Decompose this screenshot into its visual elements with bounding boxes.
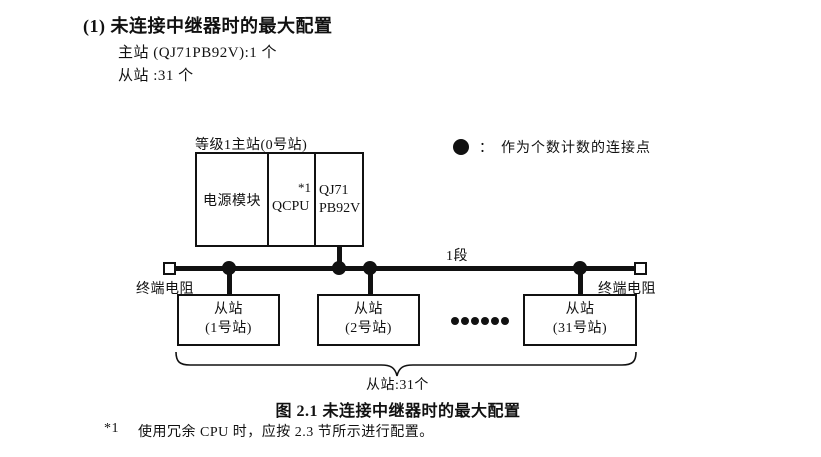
footnote-marker: *1: [104, 421, 119, 436]
legend-colon: ：: [479, 141, 493, 156]
slave2-drop-line: [368, 269, 373, 296]
slave2-station-no: (2号站): [345, 321, 392, 336]
terminator-right-icon: [634, 262, 647, 275]
slave31-station-no: (31号站): [552, 321, 608, 336]
footnote: *1 使用冗余 CPU 时，应按 2.3 节所示进行配置。: [104, 421, 434, 441]
master-drop-line: [337, 245, 342, 268]
bus-line: [174, 266, 637, 271]
connection-point-icon: [453, 139, 469, 155]
slave2-name: 从站: [354, 302, 383, 318]
master-station-box: 电源模块 *1 QCPU QJ71 PB92V: [195, 152, 364, 247]
footnote-text: 使用冗余 CPU 时，应按 2.3 节所示进行配置。: [138, 425, 434, 440]
terminator-left-label: 终端电阻: [136, 282, 194, 297]
section-heading: (1) 未连接中继器时的最大配置: [83, 16, 333, 36]
terminator-left-icon: [163, 262, 176, 275]
pb92v-label-line2: PB92V: [319, 200, 361, 216]
connection-point-dot: [332, 261, 346, 275]
slave-count-line: 从站 :31 个: [118, 68, 194, 84]
qcpu-cell: *1 QCPU: [267, 154, 314, 245]
terminator-right-label: 终端电阻: [598, 282, 656, 297]
brace: [175, 351, 637, 377]
connection-point-dot: [222, 261, 236, 275]
figure-caption: 图 2.1 未连接中继器时的最大配置: [275, 403, 521, 420]
slave-station-2-box: 从站 (2号站): [317, 294, 420, 346]
legend: ： 作为个数计数的连接点: [453, 137, 651, 157]
slave1-drop-line: [227, 269, 232, 296]
connection-point-dot: [363, 261, 377, 275]
slave-station-1-box: 从站 (1号站): [177, 294, 280, 346]
segment-label: 1段: [446, 249, 468, 264]
pb92v-label-line1: QJ71: [319, 183, 349, 198]
legend-text: 作为个数计数的连接点: [501, 141, 651, 156]
slave1-name: 从站: [214, 302, 243, 318]
master-station-label: 等级1主站(0号站): [195, 138, 308, 153]
master-count-line: 主站 (QJ71PB92V):1 个: [118, 45, 278, 61]
pb92v-cell: QJ71 PB92V: [314, 154, 362, 245]
slave31-drop-line: [578, 269, 583, 296]
brace-label: 从站:31个: [366, 378, 429, 393]
power-module-cell: 电源模块: [203, 193, 261, 209]
continuation-dots-icon: [451, 317, 509, 325]
qcpu-label: QCPU: [272, 198, 310, 214]
slave-station-31-box: 从站 (31号站): [523, 294, 637, 346]
slave1-station-no: (1号站): [205, 321, 252, 336]
footnote-ref-mark: *1: [298, 180, 311, 195]
connection-point-dot: [573, 261, 587, 275]
slave31-name: 从站: [565, 302, 595, 318]
